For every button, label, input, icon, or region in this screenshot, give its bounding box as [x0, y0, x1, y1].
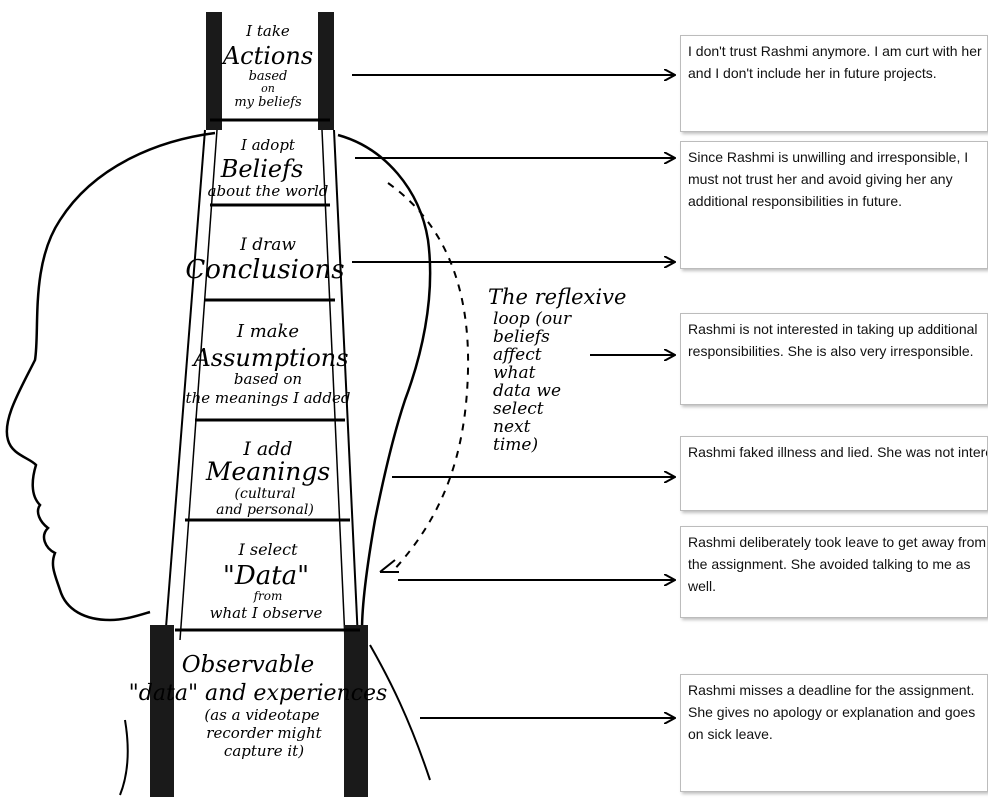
- head-neck-line: [119, 719, 129, 796]
- ladder-right-rail-inner: [321, 129, 346, 641]
- loop-label-line: data we: [493, 381, 561, 401]
- rung-assumptions-title: Assumptions: [191, 344, 348, 372]
- rung-observable-line: (as a videotape: [204, 706, 319, 724]
- rung-data-line: I select: [237, 540, 298, 559]
- box-meanings: Rashmi faked illness and lied. She was n…: [680, 436, 988, 511]
- loop-label-line: time): [493, 435, 538, 455]
- rung-observable-subtitle: "data" and experiences: [129, 681, 388, 706]
- loop-label-line: The reflexive: [488, 285, 626, 309]
- rung-conclusions-title: Conclusions: [185, 255, 344, 285]
- reflexive-loop-arrowhead: [379, 559, 399, 573]
- rung-assumptions-line: the meanings I added: [186, 389, 351, 407]
- rung-observable-title: Observable: [182, 652, 314, 678]
- head-outline: [5, 131, 216, 622]
- rung-observable-line: capture it): [224, 742, 304, 760]
- loop-label-line: next: [493, 417, 531, 437]
- rung-conclusions-text: I draw Conclusions: [185, 235, 344, 285]
- head-back-outline: [337, 133, 432, 631]
- ladder-left-rail-top: [206, 12, 222, 130]
- box-assumptions: Rashmi is not interested in taking up ad…: [680, 313, 988, 405]
- ladder-right-rail-top: [318, 12, 334, 130]
- rung-meanings-title: Meanings: [205, 457, 330, 486]
- rung-observable-line: recorder might: [206, 724, 322, 742]
- rung-actions-line: based: [249, 69, 288, 84]
- rung-meanings-line: (cultural: [235, 486, 296, 502]
- ladder-left-rail: [164, 129, 206, 641]
- reflexive-loop-label: The reflexive loop (our beliefs affect w…: [488, 285, 626, 455]
- ladder-left-rail-inner: [179, 129, 218, 641]
- ladder: [150, 12, 368, 797]
- rung-actions-line: my beliefs: [234, 95, 302, 110]
- rung-beliefs-text: I adopt Beliefs about the world: [208, 136, 329, 200]
- rung-actions-line: I take: [245, 22, 290, 40]
- rung-data-line: from: [253, 589, 283, 603]
- rung-actions-title: Actions: [221, 42, 313, 70]
- ladder-right-rail: [333, 129, 359, 641]
- ladder-left-rail-bottom: [150, 625, 174, 797]
- rung-actions-line: on: [261, 82, 275, 95]
- rung-actions-text: I take Actions based on my beliefs: [221, 22, 313, 110]
- loop-label-line: beliefs: [493, 327, 550, 347]
- box-observable: Rashmi misses a deadline for the assignm…: [680, 674, 988, 792]
- rung-conclusions-line: I draw: [239, 235, 296, 255]
- rung-assumptions-line: I make: [236, 321, 299, 342]
- box-data: Rashmi deliberately took leave to get aw…: [680, 526, 988, 618]
- rung-meanings-text: I add Meanings (cultural and personal): [205, 438, 330, 518]
- head-ear-line: [369, 644, 431, 781]
- rung-meanings-line: I add: [242, 438, 292, 460]
- loop-label-line: select: [493, 399, 544, 419]
- box-beliefs: Since Rashmi is unwilling and irresponsi…: [680, 141, 988, 269]
- rung-data-text: I select "Data" from what I observe: [210, 540, 323, 622]
- loop-label-line: what: [493, 363, 536, 383]
- loop-label-line: affect: [493, 345, 542, 365]
- ladder-right-rail-bottom: [344, 625, 368, 797]
- rung-data-title: "Data": [223, 561, 309, 591]
- rung-assumptions-line: based on: [234, 370, 302, 388]
- rung-observable-text: Observable "data" and experiences (as a …: [129, 652, 388, 760]
- rung-beliefs-title: Beliefs: [220, 155, 304, 183]
- rung-data-line: what I observe: [210, 604, 323, 622]
- rung-beliefs-line: I adopt: [240, 136, 296, 154]
- box-actions: I don't trust Rashmi anymore. I am curt …: [680, 35, 988, 132]
- rung-beliefs-line: about the world: [208, 182, 329, 200]
- loop-label-line: loop (our: [493, 309, 572, 329]
- rung-assumptions-text: I make Assumptions based on the meanings…: [186, 321, 351, 407]
- rung-meanings-line: and personal): [216, 502, 314, 518]
- reflexive-loop-dashed-arrow: [387, 182, 470, 573]
